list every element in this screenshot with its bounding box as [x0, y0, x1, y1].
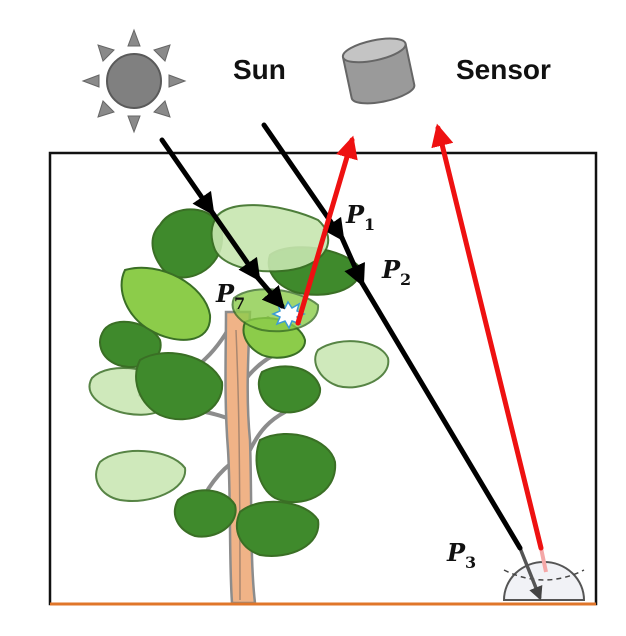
leaf: [314, 340, 390, 389]
point-label-p2: P2: [381, 255, 411, 289]
incident-ray-to-p7: [159, 137, 215, 216]
leaf: [135, 352, 224, 421]
sun-icon: [81, 28, 187, 134]
point-label-p1: P1: [345, 200, 375, 234]
incident-ray-to-p7: [255, 275, 285, 310]
leaf: [173, 489, 237, 538]
point-label-p7: P7: [215, 279, 245, 313]
sensor-icon: [341, 37, 416, 105]
leaf: [95, 449, 187, 502]
reflected-rays: [295, 123, 544, 551]
leaf: [255, 432, 337, 503]
incident-ray-to-p3: [339, 235, 365, 288]
reflected-ray-from-p7: [295, 135, 358, 326]
leaf: [257, 365, 322, 414]
leaf: [120, 266, 212, 341]
leaf: [235, 500, 320, 557]
tree: [88, 204, 390, 605]
incident-ray-to-p3: [359, 280, 523, 551]
incident-ray-to-p7: [209, 209, 261, 282]
incident-rays: [159, 122, 523, 551]
leaf: [151, 208, 224, 279]
reflected-ray-from-p3: [431, 123, 544, 551]
sensor-label: Sensor: [456, 54, 551, 85]
point-label-p3: P3: [446, 538, 476, 572]
sun-label: Sun: [233, 54, 286, 85]
hemisphere-icon: [502, 547, 586, 601]
